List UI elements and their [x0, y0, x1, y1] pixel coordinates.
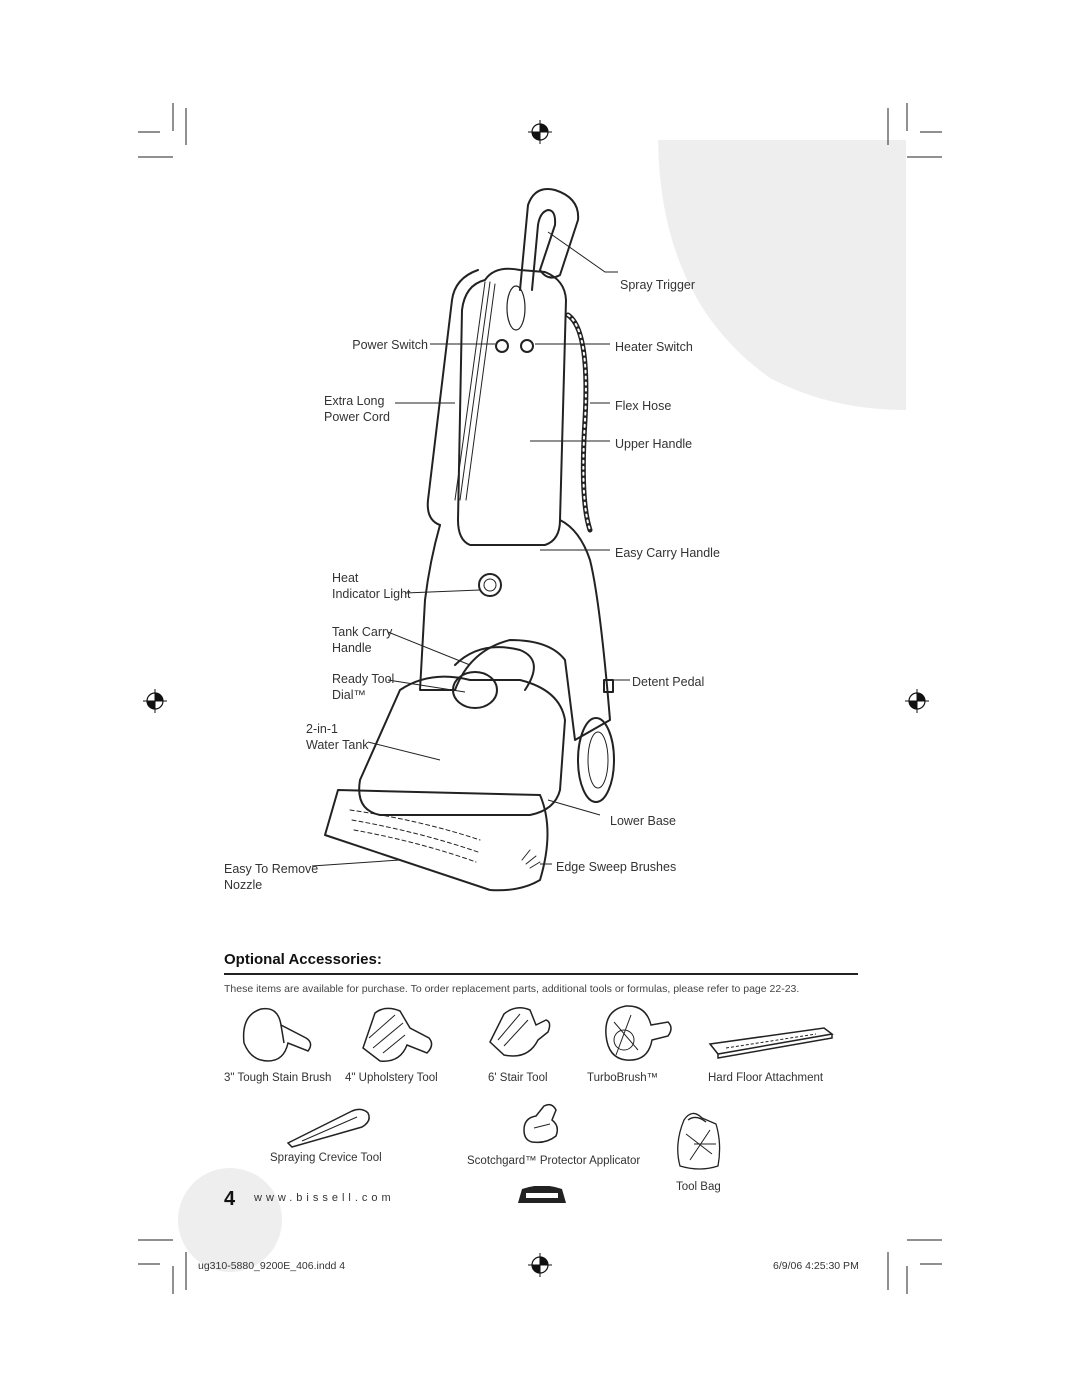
website-link[interactable]: www.bissell.com	[254, 1192, 395, 1204]
label-water-tank: 2-in-1 Water Tank	[306, 722, 369, 752]
label-heater-switch: Heater Switch	[615, 340, 693, 354]
page-number: 4	[224, 1188, 236, 1210]
tool-bag-icon	[677, 1112, 721, 1170]
registration-mark-bottom	[528, 1253, 552, 1277]
accessory-label-scotchgard-applicator: Scotchgard™ Protector Applicator	[467, 1155, 641, 1167]
slug-timestamp: 6/9/06 4:25:30 PM	[773, 1260, 859, 1272]
bissell-logo-icon	[518, 1186, 566, 1203]
accessory-label-upholstery-tool: 4" Upholstery Tool	[345, 1072, 438, 1084]
label-upper-handle: Upper Handle	[615, 437, 693, 451]
section-divider	[224, 973, 858, 975]
carpet-cleaner-illustration	[311, 188, 630, 892]
stair-tool-icon	[489, 1007, 551, 1057]
label-extra-long-power-cord: Extra Long Power Cord	[324, 394, 390, 424]
accessory-label-tool-bag: Tool Bag	[676, 1181, 721, 1193]
upholstery-tool-icon	[362, 1007, 433, 1062]
hard-floor-attachment-icon	[708, 1027, 834, 1059]
label-edge-sweep-brushes: Edge Sweep Brushes	[556, 860, 677, 874]
accessories-intro: These items are available for purchase. …	[224, 983, 800, 995]
label-easy-carry-handle: Easy Carry Handle	[615, 546, 720, 560]
accessory-label-spraying-crevice-tool: Spraying Crevice Tool	[270, 1152, 382, 1164]
tough-stain-brush-icon	[242, 1007, 312, 1062]
accessory-label-tough-stain-brush: 3" Tough Stain Brush	[224, 1072, 332, 1084]
registration-mark-top	[528, 120, 552, 144]
label-tank-carry-handle: Tank Carry Handle	[332, 625, 393, 655]
section-title: Optional Accessories:	[224, 951, 382, 968]
registration-mark-right	[905, 689, 929, 713]
label-spray-trigger: Spray Trigger	[620, 278, 696, 292]
registration-mark-left	[143, 689, 167, 713]
turbobrush-icon	[605, 1005, 672, 1061]
label-easy-to-remove-nozzle: Easy To Remove Nozzle	[224, 862, 319, 892]
label-ready-tool-dial: Ready Tool Dial™	[332, 672, 395, 702]
accessory-label-stair-tool: 6' Stair Tool	[488, 1072, 548, 1084]
label-detent-pedal: Detent Pedal	[632, 675, 705, 689]
label-flex-hose: Flex Hose	[615, 399, 672, 413]
accessory-label-turbobrush: TurboBrush™	[587, 1072, 659, 1084]
accessory-label-hard-floor-attachment: Hard Floor Attachment	[708, 1072, 824, 1084]
label-heat-indicator-light: Heat Indicator Light	[332, 571, 411, 601]
slug-file-name: ug310-5880_9200E_406.indd 4	[198, 1260, 346, 1272]
scotchgard-applicator-icon	[523, 1103, 559, 1144]
label-power-switch: Power Switch	[352, 338, 428, 352]
label-lower-base: Lower Base	[610, 814, 677, 828]
spraying-crevice-tool-icon	[286, 1108, 370, 1148]
